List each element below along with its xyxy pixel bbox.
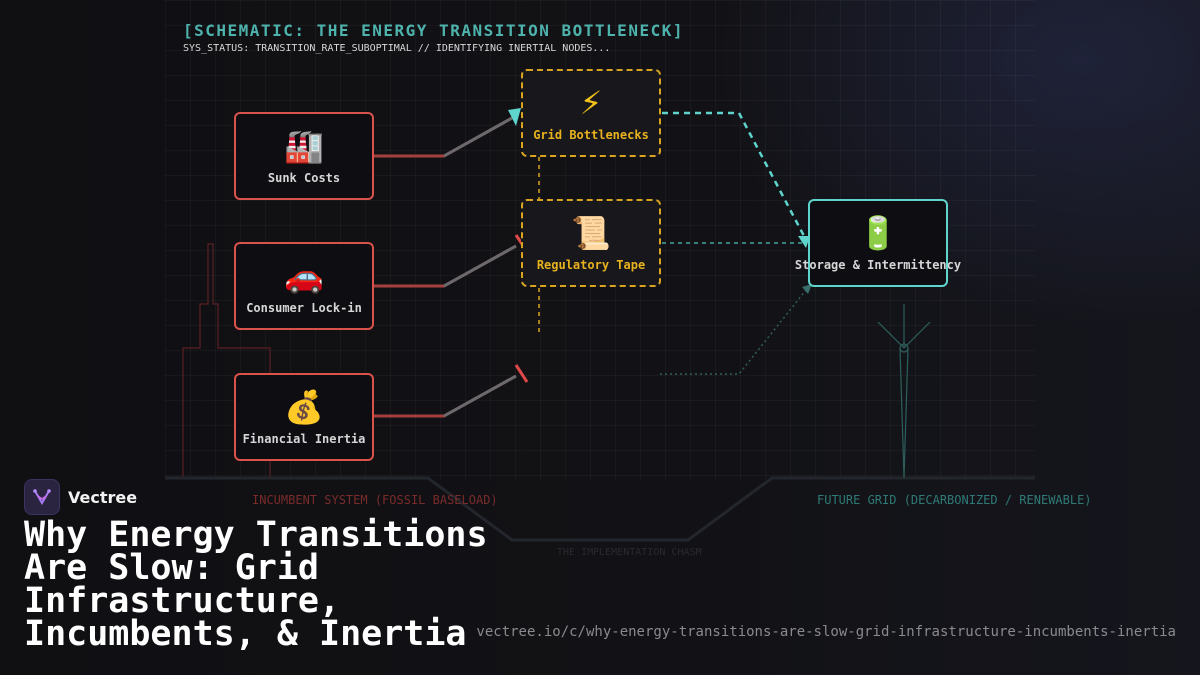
zone-label-future: FUTURE GRID (DECARBONIZED / RENEWABLE) <box>817 493 1092 507</box>
zone-label-incumbent: INCUMBENT SYSTEM (FOSSIL BASELOAD) <box>252 493 498 507</box>
lightning-icon: ⚡ <box>579 84 603 122</box>
node-financial-inertia: 💰 Financial Inertia <box>234 373 374 461</box>
wire-consumer-lockin <box>374 244 517 288</box>
node-sunk-costs: 🏭 Sunk Costs <box>234 112 374 200</box>
schematic-status: SYS_STATUS: TRANSITION_RATE_SUBOPTIMAL /… <box>183 43 611 54</box>
page-title: Why Energy Transitions Are Slow: Grid In… <box>24 515 488 654</box>
battery-icon: 🔋 <box>858 214 898 252</box>
block-marker-financial <box>514 364 529 383</box>
zone-label-chasm: THE IMPLEMENTATION CHASM <box>557 547 702 558</box>
factory-icon: 🏭 <box>284 127 324 165</box>
node-storage: 🔋 Storage & Intermittency <box>795 199 961 287</box>
scroll-icon: 📜 <box>571 214 611 252</box>
vectree-logo-icon <box>24 479 60 515</box>
wire-financial-inertia <box>374 374 517 418</box>
arrow-faint <box>802 284 812 294</box>
ground-line <box>165 476 1035 542</box>
node-consumer-lockin: 🚗 Consumer Lock-in <box>234 242 374 330</box>
node-grid-bottlenecks: ⚡ Grid Bottlenecks <box>521 69 661 157</box>
node-label: Consumer Lock-in <box>246 301 362 315</box>
node-label: Sunk Costs <box>267 171 341 185</box>
brand-name: Vectree <box>68 487 138 507</box>
arrow-into-storage <box>798 236 810 248</box>
node-label: Storage & Intermittency <box>794 258 962 272</box>
teal-path-grid <box>662 111 806 237</box>
schematic-title: [SCHEMATIC: THE ENERGY TRANSITION BOTTLE… <box>183 21 684 40</box>
brand[interactable]: Vectree <box>24 479 137 515</box>
node-label: Regulatory Tape <box>536 258 646 272</box>
node-label: Financial Inertia <box>242 432 366 446</box>
factory-outline <box>182 243 271 478</box>
car-icon: 🚗 <box>284 257 324 295</box>
wire-consumer-lockin-tail <box>443 244 517 288</box>
money-bag-icon: 💰 <box>284 388 324 426</box>
node-regulatory-tape: 📜 Regulatory Tape <box>521 199 661 287</box>
page-url[interactable]: vectree.io/c/why-energy-transitions-are-… <box>476 624 1176 640</box>
teal-path-faint <box>660 289 807 375</box>
arrow-into-grid <box>508 108 521 126</box>
incumbent-wires <box>374 116 517 418</box>
wire-sunk-costs <box>374 116 513 158</box>
node-label: Grid Bottlenecks <box>533 128 649 142</box>
wind-turbine <box>877 304 931 479</box>
wire-sunk-costs-tail <box>443 116 513 158</box>
wire-financial-inertia-tail <box>443 374 517 418</box>
